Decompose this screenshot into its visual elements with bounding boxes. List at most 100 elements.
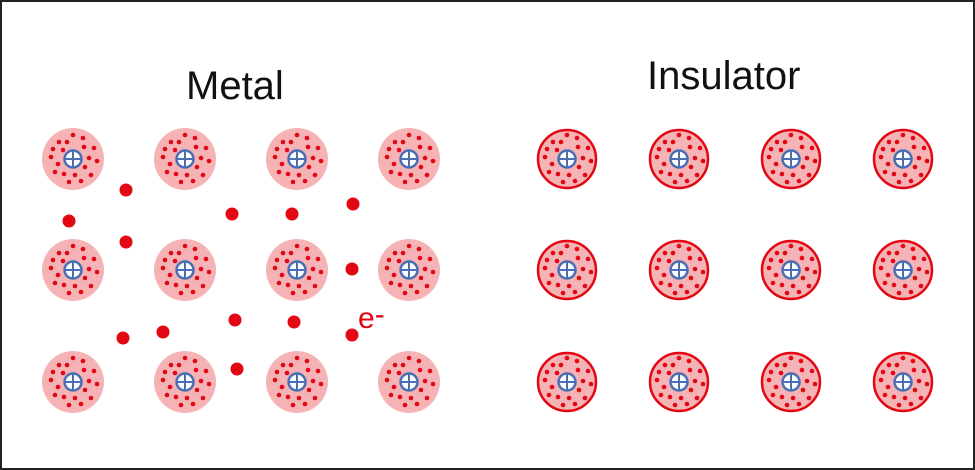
bound-electron: [806, 395, 812, 401]
bound-electron: [770, 392, 776, 398]
bound-electron: [806, 172, 812, 178]
bound-electron: [178, 402, 184, 408]
bound-electron: [686, 246, 692, 252]
bound-electron: [891, 282, 897, 288]
bound-electron: [160, 154, 166, 160]
bound-electron: [661, 272, 667, 278]
nucleus-plus-icon: [669, 372, 689, 392]
bound-electron: [164, 280, 170, 286]
bound-electron: [773, 384, 779, 390]
bound-electron: [310, 266, 316, 272]
bound-electron: [167, 384, 173, 390]
bound-electron: [768, 369, 774, 375]
bound-electron: [60, 370, 66, 376]
bound-electron: [305, 255, 311, 261]
bound-electron: [70, 243, 76, 249]
bound-electron: [56, 139, 62, 145]
bound-electron: [700, 269, 706, 275]
bound-electron: [406, 355, 412, 361]
nucleus-plus-icon: [781, 372, 801, 392]
bound-electron: [667, 171, 673, 177]
bound-electron: [400, 139, 406, 145]
bound-electron: [72, 283, 78, 289]
bound-electron: [56, 362, 62, 368]
bound-electron: [902, 283, 908, 289]
bound-electron: [81, 367, 87, 373]
bound-electron: [566, 395, 572, 401]
bound-electron: [172, 147, 178, 153]
bound-electron: [697, 256, 703, 262]
bound-electron: [418, 164, 424, 170]
bound-electron: [86, 378, 92, 384]
nucleus-plus-icon: [781, 260, 801, 280]
bound-electron: [910, 358, 916, 364]
bound-electron: [279, 384, 285, 390]
bound-electron: [274, 369, 280, 375]
nucleus-plus-icon: [175, 149, 195, 169]
bound-electron: [274, 257, 280, 263]
bound-electron: [676, 132, 682, 138]
bound-electron: [784, 290, 790, 296]
metal-ion: [154, 351, 216, 413]
bound-electron: [658, 169, 664, 175]
bound-electron: [667, 394, 673, 400]
bound-electron: [661, 161, 667, 167]
bound-electron: [774, 362, 780, 368]
bound-electron: [798, 358, 804, 364]
nucleus-plus-icon: [175, 260, 195, 280]
bound-electron: [670, 362, 676, 368]
insulator-atom: [872, 239, 934, 301]
insulator-title: Insulator: [647, 54, 801, 98]
bound-electron: [684, 289, 690, 295]
bound-electron: [272, 154, 278, 160]
bound-electron: [555, 282, 561, 288]
bound-electron: [194, 387, 200, 393]
bound-electron: [554, 147, 560, 153]
nucleus-plus-icon: [893, 372, 913, 392]
bound-electron: [885, 384, 891, 390]
bound-electron: [916, 155, 922, 161]
bound-electron: [384, 377, 390, 383]
bound-electron: [560, 290, 566, 296]
bound-electron: [276, 392, 282, 398]
metal-ion: [266, 128, 328, 190]
bound-electron: [396, 370, 402, 376]
bound-electron: [779, 282, 785, 288]
bound-electron: [694, 172, 700, 178]
bound-electron: [670, 139, 676, 145]
bound-electron: [91, 368, 97, 374]
bound-electron: [80, 135, 86, 141]
metal-ion: [154, 128, 216, 190]
bound-electron: [397, 394, 403, 400]
bound-electron: [66, 179, 72, 185]
bound-electron: [61, 282, 67, 288]
bound-electron: [192, 246, 198, 252]
bound-electron: [766, 154, 772, 160]
bound-electron: [424, 283, 430, 289]
bound-electron: [388, 169, 394, 175]
bound-electron: [86, 266, 92, 272]
free-electron: [62, 214, 76, 228]
bound-electron: [64, 139, 70, 145]
bound-electron: [575, 255, 581, 261]
bound-electron: [585, 368, 591, 374]
bound-electron: [94, 381, 100, 387]
bound-electron: [417, 255, 423, 261]
bound-electron: [885, 161, 891, 167]
bound-electron: [800, 275, 806, 281]
bound-electron: [800, 387, 806, 393]
bound-electron: [284, 258, 290, 264]
bound-electron: [882, 392, 888, 398]
bound-electron: [894, 139, 900, 145]
bound-electron: [678, 172, 684, 178]
bound-electron: [896, 179, 902, 185]
bound-electron: [91, 256, 97, 262]
bound-electron: [82, 164, 88, 170]
bound-electron: [408, 395, 414, 401]
bound-electron: [315, 256, 321, 262]
bound-electron: [555, 394, 561, 400]
bound-electron: [549, 161, 555, 167]
bound-electron: [788, 132, 794, 138]
bound-electron: [200, 172, 206, 178]
